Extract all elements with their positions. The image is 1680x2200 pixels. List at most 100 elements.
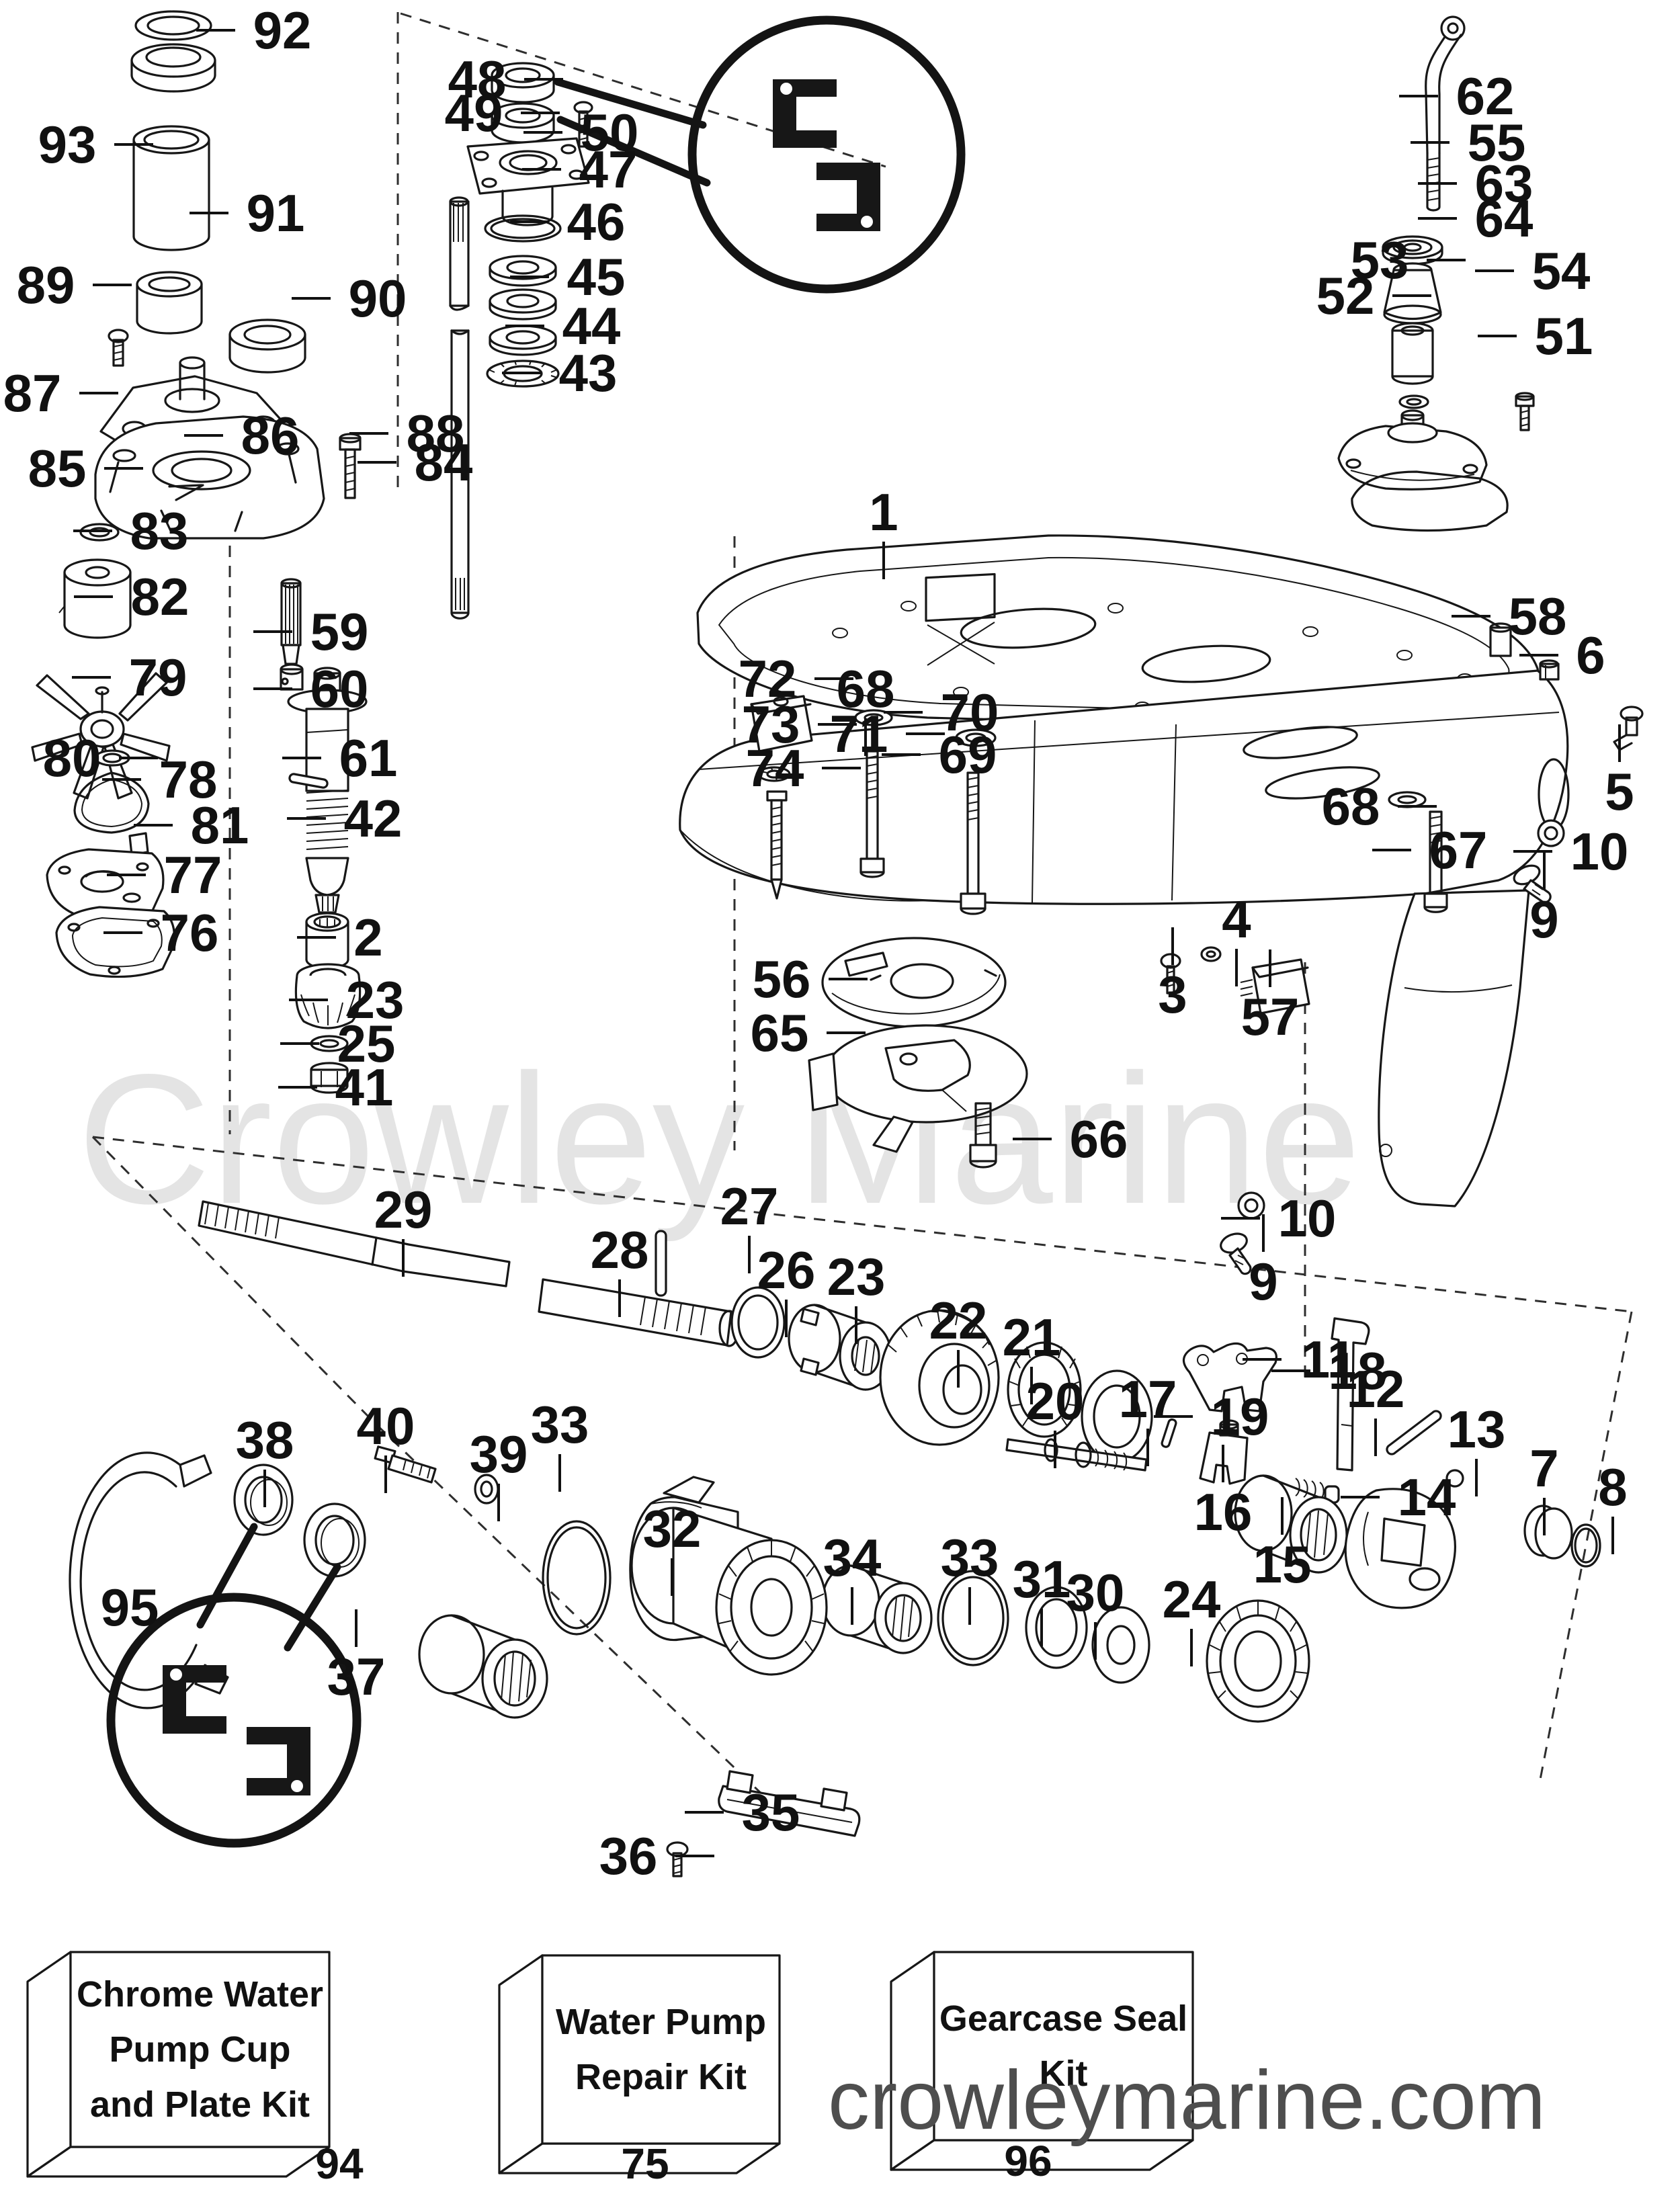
callout-number: 42 [344,789,403,848]
website-url: crowleymarine.com [828,2054,1546,2147]
part-stud-67 [1423,810,1448,913]
kit-number: 96 [1004,2137,1052,2185]
part-callout-14: 14 [1341,1468,1456,1527]
callout-number: 51 [1535,306,1593,366]
part-callout-1: 1 [869,482,898,579]
callout-number: 81 [191,796,249,855]
part-drain-plug-9b [1220,1232,1252,1275]
callout-number: 82 [131,567,190,626]
part-callout-6: 6 [1519,626,1605,685]
callout-number: 39 [470,1425,528,1484]
callout-number: 52 [1316,266,1375,325]
part-washer-10a [1537,819,1565,847]
kit-box-label-line: Pump Cup [110,2029,291,2070]
part-callout-5: 5 [1605,724,1634,821]
bearing-housing-parts [466,15,966,388]
callout-number: 29 [374,1180,433,1239]
part-callout-61: 61 [282,728,397,788]
kit-box-label-line: Water Pump [556,2002,766,2042]
callout-number: 74 [746,738,804,798]
kit-box-label-line: Repair Kit [575,2057,747,2097]
callout-number: 3 [1158,965,1187,1024]
callout-number: 17 [1119,1369,1177,1429]
part-bolt-66 [969,1102,997,1169]
part-callout-22: 22 [929,1291,987,1388]
callout-number: 28 [591,1220,649,1279]
kit-box-front [541,1954,781,2145]
callout-number: 7 [1529,1439,1558,1498]
kit-number: 75 [621,2140,669,2188]
callout-number: 43 [559,343,618,403]
part-washer-53 [1398,394,1429,409]
callout-number: 61 [339,728,398,788]
callout-number: 40 [357,1396,415,1455]
part-callout-95: 95 [101,1578,159,1637]
part-washer-45a [489,255,557,287]
part-screw-89 [108,329,129,367]
part-retainer-60 [280,663,304,691]
seal-detail-callout-circle-lower [106,1523,362,1848]
part-clutch-dog-26 [788,1304,892,1391]
part-callout-7: 7 [1529,1439,1559,1535]
callout-number: 27 [720,1177,779,1236]
part-callout-72: 72 [739,649,853,708]
part-callout-11: 11 [1243,1330,1356,1389]
callout-number: 95 [101,1578,159,1637]
callout-number: 62 [1456,67,1515,126]
callout-number: 85 [28,439,87,498]
part-callout-45: 45 [510,247,625,306]
kit-box-label-line: and Plate Kit [90,2084,310,2125]
callout-number: 8 [1598,1457,1627,1517]
callout-number: 68 [1322,777,1380,836]
part-callout-31: 31 [1013,1550,1070,1646]
part-bearing-2 [305,912,349,970]
callout-number: 80 [43,728,101,788]
callout-number: 25 [337,1014,396,1073]
callout-number: 70 [941,683,999,742]
callout-number: 9 [1249,1252,1277,1311]
part-callout-23: 23 [289,970,404,1029]
part-gasket-76 [55,906,175,978]
part-screw-50 [573,101,593,148]
part-washer-4 [1200,946,1222,962]
part-callout-9: 9 [1529,852,1559,949]
part-callout-4: 4 [1222,890,1251,986]
callout-number: 90 [349,269,407,328]
callout-number: 18 [1329,1341,1387,1400]
callout-number: 13 [1447,1400,1506,1459]
part-callout-53: 53 [1351,230,1466,290]
part-callout-9: 9 [1249,1214,1278,1311]
part-screw-74 [766,790,788,900]
part-callout-70: 70 [884,683,999,742]
callout-number: 34 [823,1528,882,1587]
part-callout-52: 52 [1316,266,1431,325]
part-callout-77: 77 [107,845,222,904]
callout-number: 33 [531,1395,589,1454]
callout-number: 78 [159,750,218,809]
kit-box-label-line: Gearcase Seal [939,1998,1187,2039]
part-washer-68b [1388,791,1427,808]
part-callout-38: 38 [236,1410,294,1507]
watermark-text: Crowley Marine [77,1036,1361,1243]
callout-number: 47 [579,140,638,199]
callout-number: 77 [164,845,222,904]
part-callout-51: 51 [1478,306,1593,366]
part-callout-30: 30 [1066,1563,1124,1660]
part-callout-12: 12 [1347,1359,1404,1456]
kit-box-side [498,1954,544,2174]
part-callout-76: 76 [103,903,218,962]
water-pump-upper-parts [31,10,362,978]
part-shift-shaft-11 [1331,1317,1370,1472]
part-callout-65: 65 [751,1003,866,1062]
part-washer-31 [1025,1586,1088,1669]
part-anode-72 [750,695,813,753]
part-callout-29: 29 [374,1180,433,1277]
part-callout-49: 49 [445,83,560,142]
part-screw-36 [666,1841,689,1877]
part-callout-68: 68 [1322,777,1437,836]
propshaft-parts [69,1200,1601,1877]
callout-number: 65 [751,1003,809,1062]
part-callout-86: 86 [184,406,299,465]
part-callout-54: 54 [1475,241,1590,300]
callout-number: 16 [1194,1482,1253,1541]
